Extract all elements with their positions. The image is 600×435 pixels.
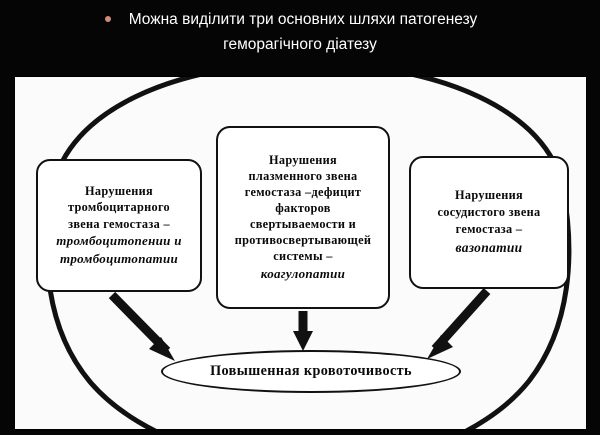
node-line: тромбоцитопатии [59, 251, 179, 267]
center-arrow [293, 311, 313, 351]
node-line: сосудистого звена [437, 205, 541, 219]
right-arrow [427, 287, 491, 359]
outcome-label: Повышенная кровоточивость [210, 363, 412, 379]
node-line: свертываемости и [249, 217, 357, 231]
node-line: Нарушения [455, 188, 523, 202]
node-line: плазменного звена [248, 169, 358, 183]
node-line: вазопатии [455, 240, 523, 255]
header-line-2-text: геморагічного діатезу [223, 36, 377, 53]
node-line: звена гемостаза – [68, 216, 170, 231]
node-box-platelet[interactable]: Нарушения тромбоцитарного звена гемостаз… [36, 159, 202, 292]
node-box-vascular[interactable]: Нарушения сосудистого звена гемостаза – … [409, 156, 569, 289]
node-line: коагулопатии [260, 266, 346, 281]
bullet-dot-icon [104, 16, 111, 22]
diagram-panel: Нарушения тромбоцитарного звена гемостаз… [14, 76, 587, 430]
node-line: гемостаза – [455, 222, 523, 236]
node-line: противосвертывающей [234, 233, 372, 247]
slide-header: Можна виділити три основних шляхи патоге… [0, 0, 600, 72]
node-line: тромбоцитопении и [56, 233, 182, 249]
node-line: гемостаза –дефицит [244, 185, 362, 199]
node-line: тромбоцитарного [68, 200, 170, 215]
node-line: Нарушения [85, 183, 153, 198]
node-box-plasma[interactable]: Нарушения плазменного звена гемостаза –д… [216, 126, 390, 309]
header-bullet-line-1: Можна виділити три основних шляхи патоге… [104, 7, 478, 32]
node-line: факторов [275, 201, 331, 215]
node-line: Нарушения [269, 153, 337, 167]
left-arrow [108, 291, 175, 361]
header-line-1-text: Можна виділити три основних шляхи патоге… [128, 11, 478, 28]
outcome-ellipse[interactable]: Повышенная кровоточивость [161, 350, 461, 393]
node-line: системы – [273, 249, 333, 263]
